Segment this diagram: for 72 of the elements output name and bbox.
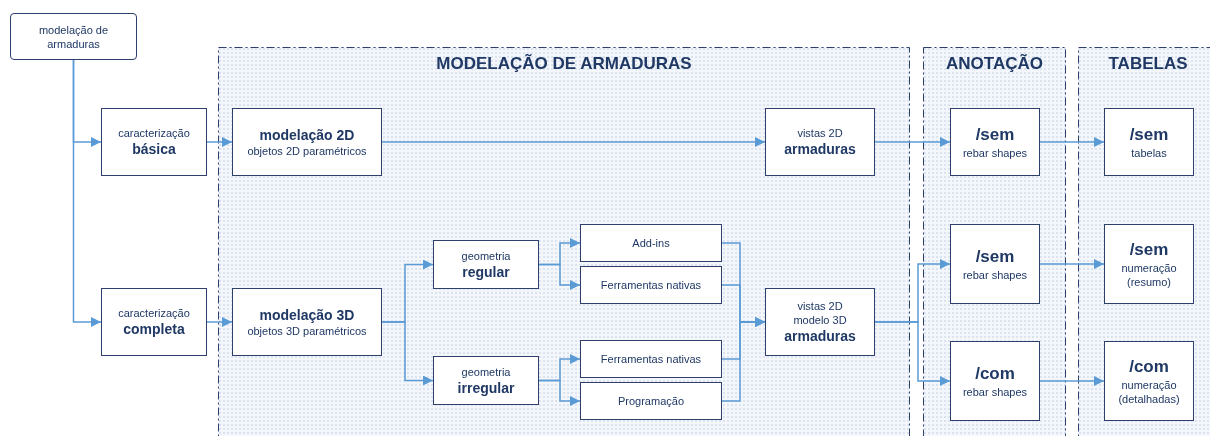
box-text: vistas 2D xyxy=(797,126,843,140)
box-text: geometria xyxy=(461,248,511,263)
process-box xyxy=(580,224,722,262)
box-title: /sem xyxy=(1129,124,1169,146)
region-band xyxy=(1078,47,1210,436)
box-title: regular xyxy=(462,262,510,281)
box-text: Add-ins xyxy=(632,236,670,250)
box-text: caracterização xyxy=(118,306,190,320)
arrow xyxy=(206,317,233,327)
process-box xyxy=(232,108,382,176)
section-heading: TABELAS xyxy=(1107,54,1189,74)
region-band xyxy=(218,47,910,436)
process-box xyxy=(765,108,875,176)
process-box xyxy=(1104,224,1194,304)
box-text: caracterização xyxy=(118,126,190,140)
box-text: vistas 2D xyxy=(797,299,843,313)
box-title: /sem xyxy=(975,124,1015,146)
box-title: armaduras xyxy=(784,140,856,158)
box-title: modelação 2D xyxy=(259,126,355,144)
box-title: irregular xyxy=(457,378,515,397)
box-text: numeração (resumo) xyxy=(1120,261,1178,289)
arrow xyxy=(72,59,102,327)
arrow xyxy=(874,137,951,147)
box-title: completa xyxy=(123,320,185,338)
box-text: objetos 3D paramétricos xyxy=(247,324,367,338)
box-text: geometria xyxy=(461,364,511,379)
arrow xyxy=(538,263,581,290)
box-title: modelação 3D xyxy=(259,306,355,324)
box-text: rebar shapes xyxy=(962,385,1028,399)
process-box xyxy=(950,224,1040,304)
arrow xyxy=(1039,376,1105,386)
box-title: /com xyxy=(1129,356,1169,378)
arrow xyxy=(206,137,233,147)
arrow xyxy=(381,137,766,147)
arrow xyxy=(874,321,951,386)
box-title: armaduras xyxy=(784,327,856,345)
start-box xyxy=(10,13,137,60)
box-text: modelação de armaduras xyxy=(37,22,110,51)
process-box xyxy=(1104,108,1194,176)
region-band xyxy=(923,47,1066,436)
process-box xyxy=(101,108,207,176)
box-text: tabelas xyxy=(1131,146,1167,160)
box-text: Programação xyxy=(617,394,684,408)
arrow xyxy=(538,379,581,406)
process-box xyxy=(1104,341,1194,421)
box-text: rebar shapes xyxy=(962,268,1028,282)
process-box xyxy=(433,356,539,405)
box-text: Ferramentas nativas xyxy=(600,278,702,292)
arrow xyxy=(1039,137,1105,147)
section-heading: MODELAÇÃO DE ARMADURAS xyxy=(435,54,693,74)
process-box xyxy=(580,266,722,304)
box-text: modelo 3D xyxy=(793,313,847,327)
box-title: /com xyxy=(975,363,1015,385)
arrow xyxy=(1039,259,1105,269)
process-box xyxy=(580,340,722,378)
arrow xyxy=(721,317,766,402)
section-heading: ANOTAÇÃO xyxy=(945,54,1044,74)
box-text: rebar shapes xyxy=(962,146,1028,160)
process-box xyxy=(232,288,382,356)
box-title: básica xyxy=(132,140,176,158)
process-box xyxy=(950,341,1040,421)
process-box xyxy=(433,240,539,289)
box-text: objetos 2D paramétricos xyxy=(247,144,367,158)
process-box xyxy=(101,288,207,356)
process-box xyxy=(950,108,1040,176)
box-text: Ferramentas nativas xyxy=(600,352,702,366)
process-box xyxy=(765,288,875,356)
box-title: /sem xyxy=(1129,239,1169,261)
box-title: /sem xyxy=(975,246,1015,268)
process-box xyxy=(580,382,722,420)
box-text: numeração (detalhadas) xyxy=(1117,378,1181,406)
arrow xyxy=(381,321,434,386)
